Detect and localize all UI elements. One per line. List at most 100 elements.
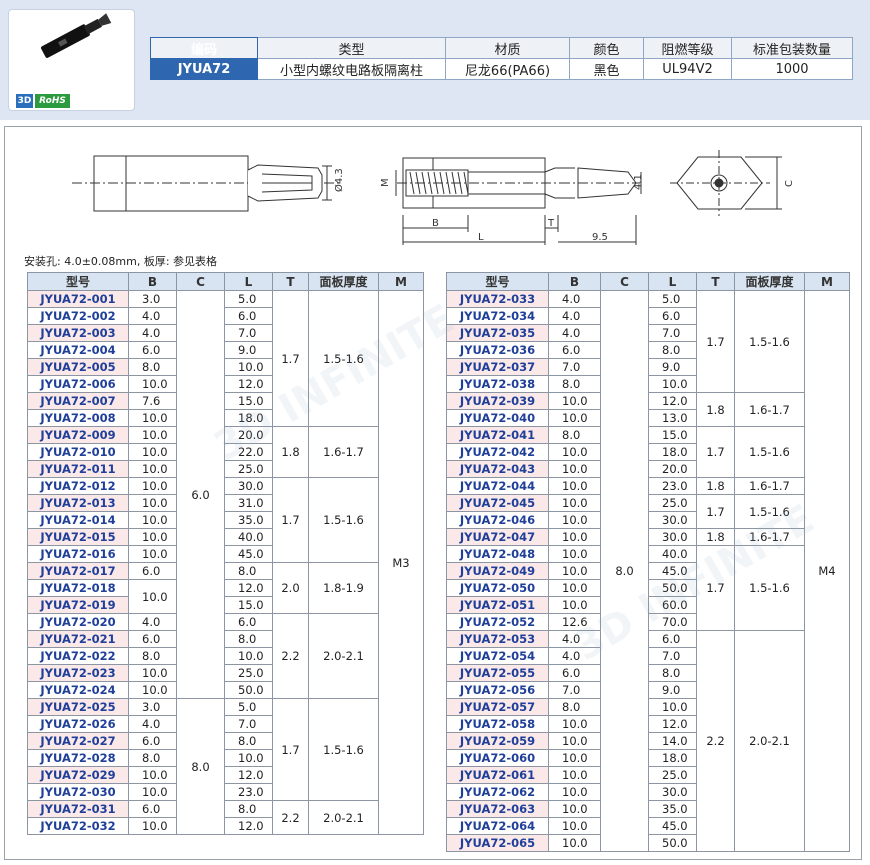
col-header-panel-thickness: 面板厚度 [734, 272, 805, 291]
b-cell: 10.0 [548, 477, 601, 495]
col-header-m: M [378, 272, 424, 291]
b-cell: 10.0 [128, 426, 177, 444]
b-cell: 10.0 [128, 460, 177, 478]
l-cell: 60.0 [648, 596, 697, 614]
l-cell: 50.0 [648, 834, 697, 852]
l-cell: 18.0 [224, 409, 273, 427]
l-cell: 8.0 [648, 341, 697, 359]
panel-thickness-cell: 1.6-1.7 [734, 392, 805, 427]
model-cell: JYUA72-057 [446, 698, 549, 716]
model-cell: JYUA72-061 [446, 766, 549, 784]
panel-thickness-cell: 1.5-1.6 [308, 698, 379, 801]
panel-thickness-cell: 1.8-1.9 [308, 562, 379, 614]
b-cell: 10.0 [548, 749, 601, 767]
l-cell: 9.0 [648, 358, 697, 376]
model-cell: JYUA72-026 [27, 715, 129, 733]
l-cell: 25.0 [648, 766, 697, 784]
b-cell: 4.0 [548, 630, 601, 648]
l-cell: 25.0 [224, 460, 273, 478]
l-cell: 35.0 [648, 800, 697, 818]
l-cell: 10.0 [648, 698, 697, 716]
t-cell: 2.2 [272, 613, 309, 699]
l-cell: 35.0 [224, 511, 273, 529]
l-cell: 12.0 [648, 715, 697, 733]
model-cell: JYUA72-050 [446, 579, 549, 597]
l-cell: 5.0 [224, 290, 273, 308]
l-cell: 12.0 [224, 766, 273, 784]
model-cell: JYUA72-047 [446, 528, 549, 546]
l-cell: 30.0 [648, 528, 697, 546]
model-cell: JYUA72-055 [446, 664, 549, 682]
l-cell: 12.0 [224, 579, 273, 597]
l-cell: 50.0 [648, 579, 697, 597]
model-cell: JYUA72-015 [27, 528, 129, 546]
l-cell: 50.0 [224, 681, 273, 699]
l-cell: 23.0 [224, 783, 273, 801]
l-cell: 45.0 [224, 545, 273, 563]
b-cell: 10.0 [128, 664, 177, 682]
model-cell: JYUA72-051 [446, 596, 549, 614]
l-cell: 10.0 [648, 375, 697, 393]
l-cell: 15.0 [648, 426, 697, 444]
t-cell: 1.7 [696, 290, 735, 393]
b-cell: 4.0 [548, 307, 601, 325]
col-header-model: 型号 [446, 272, 549, 291]
spec-header-color: 颜色 [569, 37, 644, 59]
panel-thickness-cell: 1.6-1.7 [308, 426, 379, 478]
t-cell: 2.0 [272, 562, 309, 614]
b-cell: 8.0 [128, 749, 177, 767]
l-cell: 6.0 [648, 630, 697, 648]
l-cell: 7.0 [648, 324, 697, 342]
t-cell: 1.7 [696, 494, 735, 529]
t-cell: 1.7 [272, 290, 309, 427]
spec-value-flame-rating: UL94V2 [643, 58, 732, 80]
model-cell: JYUA72-021 [27, 630, 129, 648]
rohs-badge: RoHS [35, 94, 70, 108]
b-cell: 8.0 [548, 375, 601, 393]
b-cell: 10.0 [128, 545, 177, 563]
l-cell: 18.0 [648, 749, 697, 767]
model-cell: JYUA72-006 [27, 375, 129, 393]
b-cell: 6.0 [128, 732, 177, 750]
l-cell: 15.0 [224, 596, 273, 614]
3d-badge: 3D [16, 94, 33, 108]
b-cell: 4.0 [128, 324, 177, 342]
col-header-t: T [272, 272, 309, 291]
b-cell: 10.0 [128, 681, 177, 699]
l-cell: 14.0 [648, 732, 697, 750]
model-cell: JYUA72-034 [446, 307, 549, 325]
l-cell: 6.0 [224, 613, 273, 631]
b-cell: 10.0 [548, 443, 601, 461]
l-cell: 5.0 [224, 698, 273, 716]
b-cell: 10.0 [128, 766, 177, 784]
b-cell: 10.0 [128, 494, 177, 512]
b-cell: 10.0 [548, 528, 601, 546]
l-cell: 31.0 [224, 494, 273, 512]
b-cell: 10.0 [128, 409, 177, 427]
model-cell: JYUA72-025 [27, 698, 129, 716]
b-cell: 7.0 [548, 681, 601, 699]
b-cell: 10.0 [548, 494, 601, 512]
c-cell: 6.0 [176, 290, 225, 699]
l-cell: 40.0 [224, 528, 273, 546]
model-cell: JYUA72-012 [27, 477, 129, 495]
l-cell: 10.0 [224, 647, 273, 665]
model-cell: JYUA72-022 [27, 647, 129, 665]
m-cell: M3 [378, 290, 424, 835]
